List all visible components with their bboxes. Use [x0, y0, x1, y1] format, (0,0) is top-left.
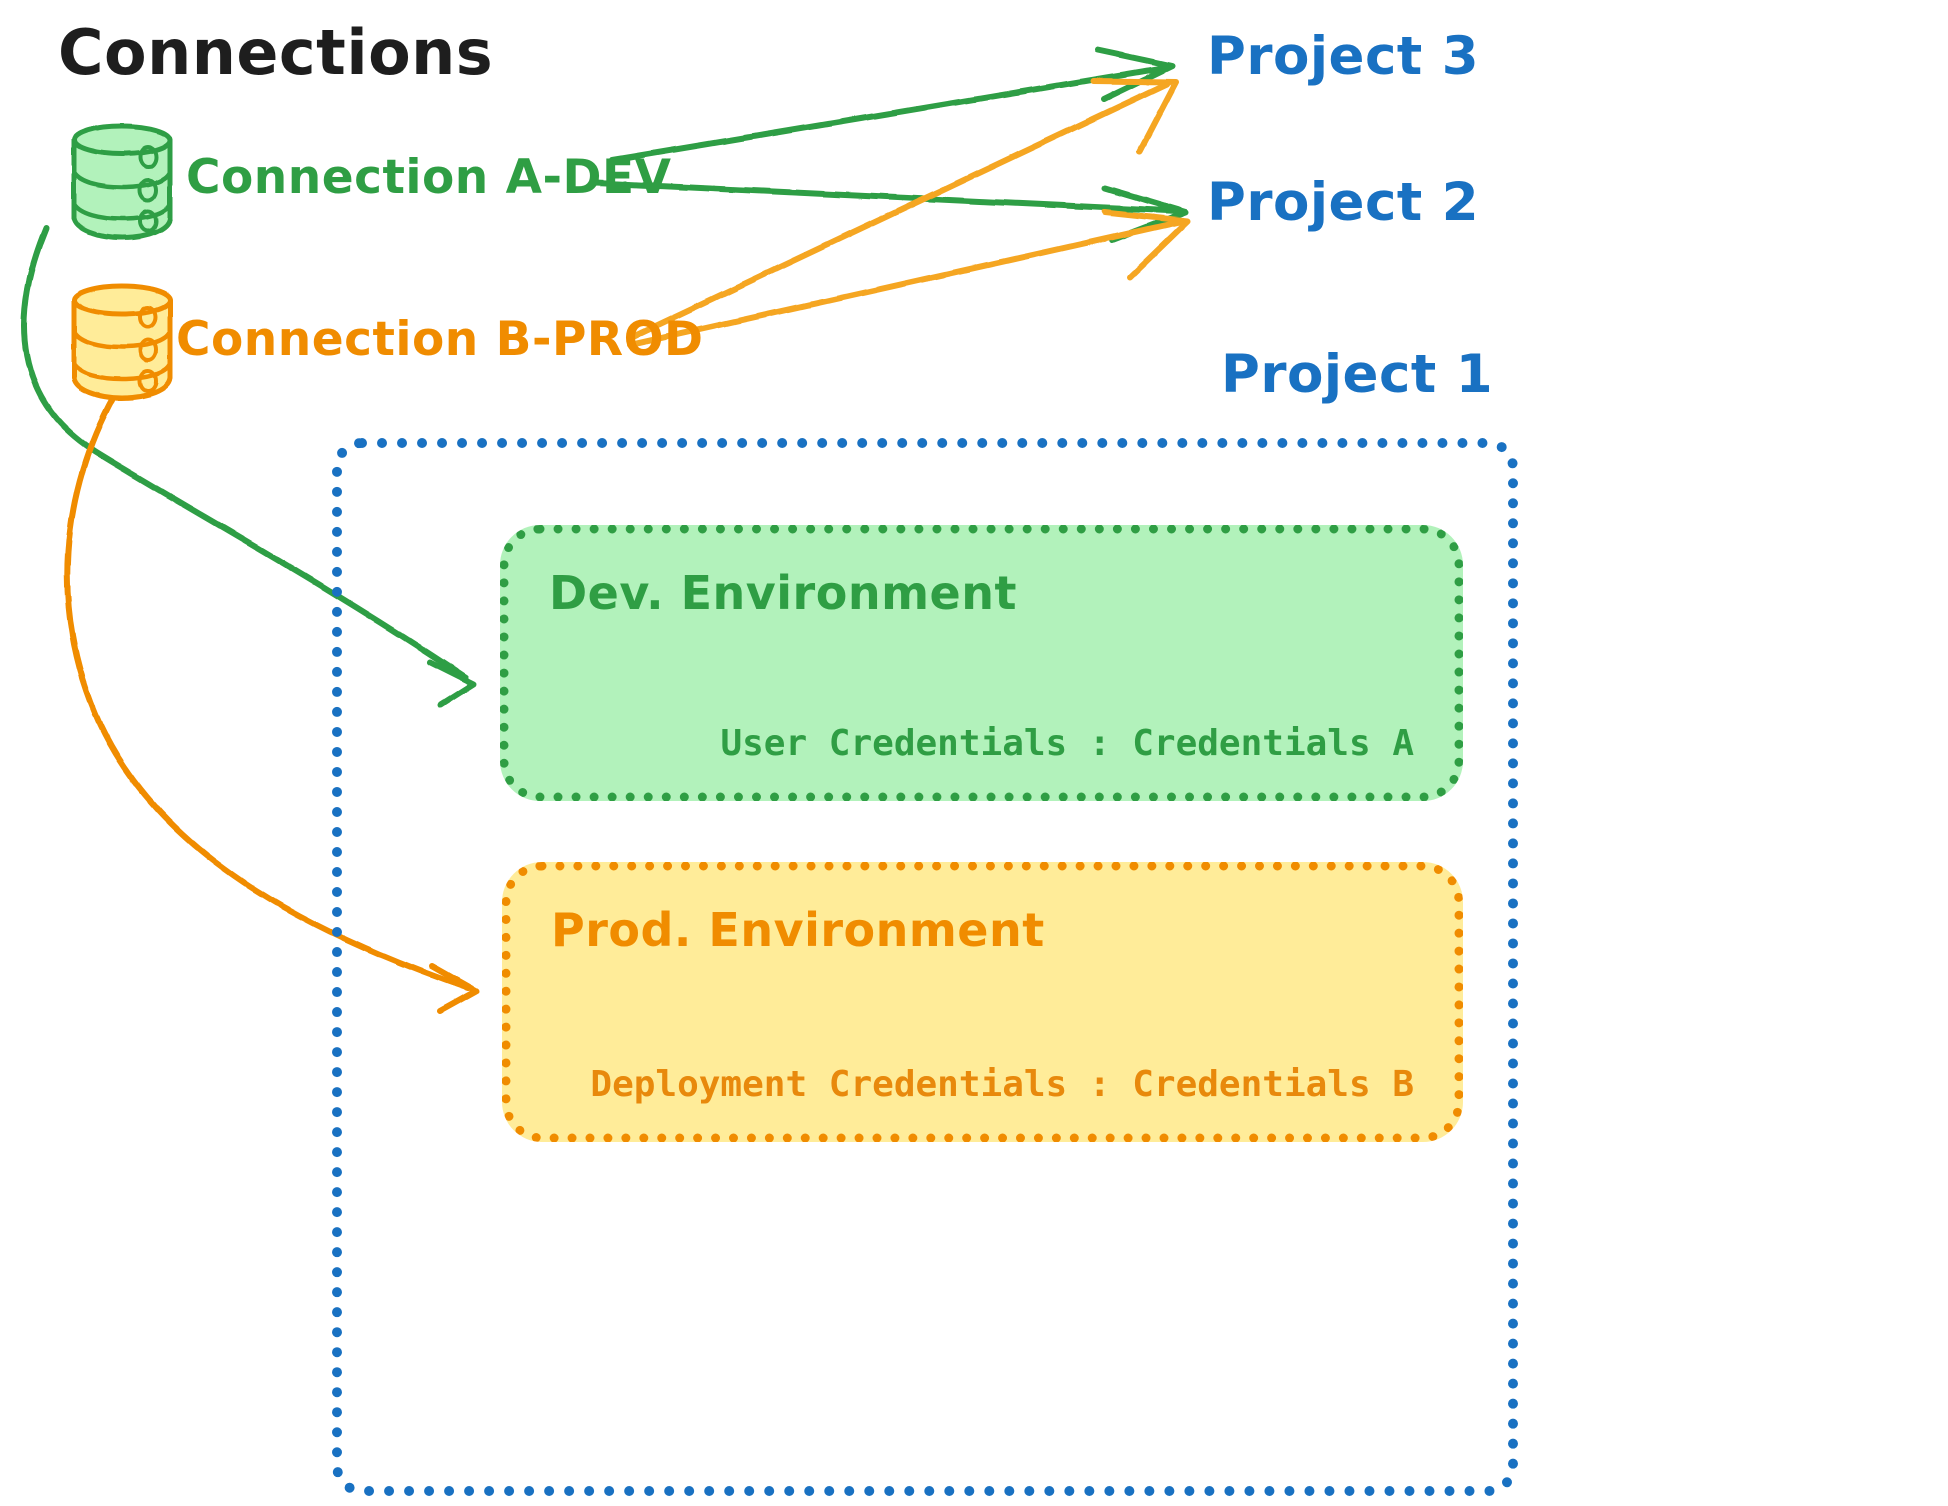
- dev-environment-title: Dev. Environment: [549, 566, 1017, 620]
- project-label-project-2[interactable]: Project 2: [1207, 172, 1480, 233]
- database-cylinder-icon-a-dev[interactable]: [71, 123, 173, 241]
- edge-b-prod-to-prod-environment: [64, 393, 479, 1014]
- connection-label-a-dev[interactable]: Connection A-DEV: [186, 150, 672, 205]
- edge-b-prod-to-project-3: [631, 78, 1179, 339]
- database-cylinder-icon-b-prod[interactable]: [71, 283, 173, 401]
- prod-environment-box[interactable]: Prod. Environment Deployment Credentials…: [502, 862, 1463, 1142]
- connection-label-b-prod[interactable]: Connection B-PROD: [176, 312, 704, 367]
- edge-b-prod-to-project-2: [627, 209, 1191, 348]
- page-title: Connections: [58, 16, 494, 89]
- project-label-project-1[interactable]: Project 1: [1221, 344, 1494, 405]
- project-label-project-3[interactable]: Project 3: [1207, 26, 1480, 87]
- dev-environment-box[interactable]: Dev. Environment User Credentials : Cred…: [500, 525, 1463, 801]
- prod-environment-title: Prod. Environment: [551, 903, 1045, 957]
- edge-a-dev-to-dev-environment: [21, 225, 477, 708]
- prod-environment-credentials: Deployment Credentials : Credentials B: [590, 1064, 1414, 1105]
- dev-environment-credentials: User Credentials : Credentials A: [720, 723, 1414, 764]
- edge-a-dev-to-project-3: [609, 47, 1175, 163]
- project-1-container: [332, 438, 1518, 1496]
